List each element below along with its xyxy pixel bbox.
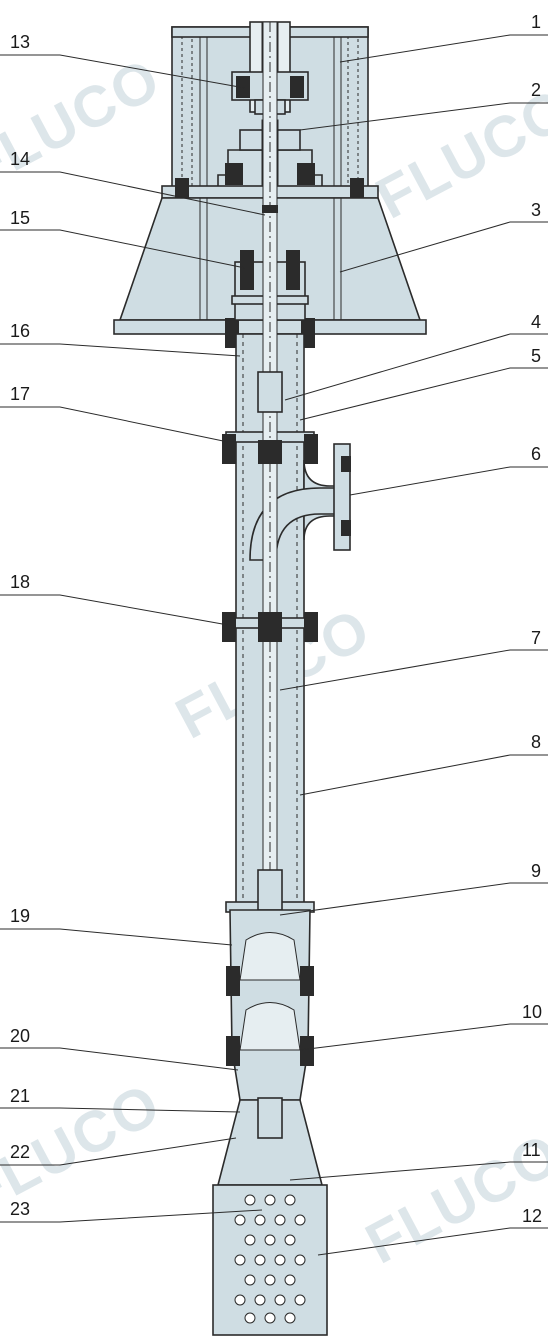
callout-9: 9 — [531, 861, 541, 881]
callout-5: 5 — [531, 346, 541, 366]
callout-23: 23 — [10, 1199, 30, 1219]
callout-15: 15 — [10, 208, 30, 228]
callout-6: 6 — [531, 444, 541, 464]
callout-1: 1 — [531, 12, 541, 32]
callout-17: 17 — [10, 384, 30, 404]
callout-20: 20 — [10, 1026, 30, 1046]
callout-3: 3 — [531, 200, 541, 220]
callout-21: 21 — [10, 1086, 30, 1106]
watermark-5: FLUCO — [356, 1121, 548, 1277]
pump-bowls — [216, 909, 324, 1186]
callout-16: 16 — [10, 321, 30, 341]
callout-13: 13 — [10, 32, 30, 52]
callout-18: 18 — [10, 572, 30, 592]
callout-7: 7 — [531, 628, 541, 648]
callout-10: 10 — [522, 1002, 542, 1022]
callout-12: 12 — [522, 1206, 542, 1226]
watermark-2: FLUCO — [366, 76, 548, 232]
watermark-1: FLUCO — [0, 46, 171, 202]
suction-strainer — [212, 1184, 328, 1336]
leader-lines — [0, 34, 548, 1256]
callout-labels: 1 2 3 4 5 6 7 8 9 10 11 12 13 14 15 16 1… — [10, 12, 542, 1226]
callout-8: 8 — [531, 732, 541, 752]
callout-11: 11 — [522, 1140, 541, 1160]
callout-22: 22 — [10, 1142, 30, 1162]
callout-19: 19 — [10, 906, 30, 926]
callout-2: 2 — [531, 80, 541, 100]
callout-4: 4 — [531, 312, 541, 332]
callout-14: 14 — [10, 149, 30, 169]
